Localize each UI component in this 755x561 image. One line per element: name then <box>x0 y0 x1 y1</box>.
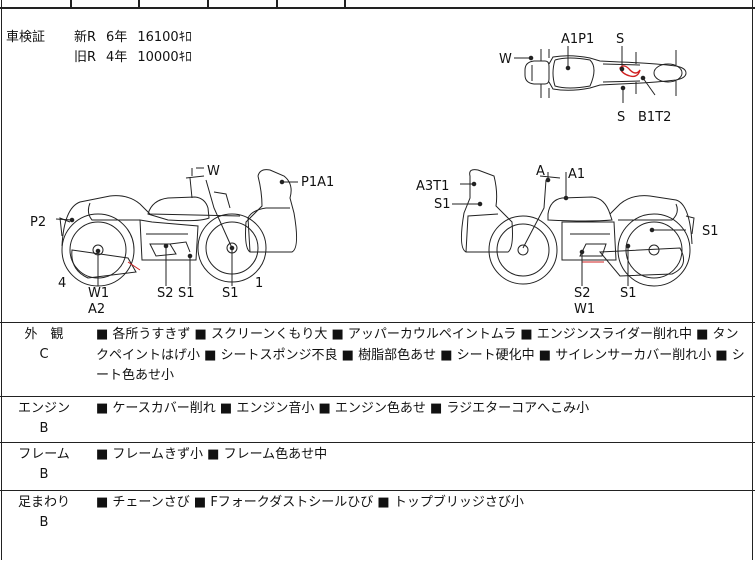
condition-label: 足まわり B <box>0 493 88 533</box>
condition-grade: B <box>39 467 49 482</box>
label-left-1: 1 <box>255 276 263 291</box>
label-top-a1p1: A1P1 <box>561 32 594 47</box>
damage-diagram: W A1P1 S S B1T2 W P1A1 P2 4 W1 A2 S2 S1 … <box>0 8 755 322</box>
inspection-unit: ｷﾛ <box>178 50 192 65</box>
condition-notes: ■ 各所うすきず ■ スクリーンくもり大 ■ アッパーカウルペイントムラ ■ エ… <box>96 327 745 383</box>
label-left-w: W <box>207 164 220 179</box>
inspection-label: 車検証 <box>6 30 46 45</box>
label-right-s1c: S1 <box>702 224 719 239</box>
condition-row-frame: フレーム B ■ フレームきず小 ■ フレーム色あせ中 <box>0 442 755 490</box>
condition-name: フレーム <box>18 447 70 462</box>
condition-label: 外 観 C <box>0 325 88 365</box>
condition-row-exterior: 外 観 C ■ 各所うすきず ■ スクリーンくもり大 ■ アッパーカウルペイント… <box>0 322 755 396</box>
condition-row-suspension: 足まわり B ■ チェーンさび ■ Fフォークダストシールひび ■ トップブリッ… <box>0 490 755 561</box>
condition-grade: C <box>39 347 49 362</box>
condition-name: エンジン <box>17 401 70 416</box>
label-left-a2: A2 <box>88 302 105 317</box>
left-view-motorcycle <box>55 167 298 287</box>
header-cell-divider <box>276 0 278 8</box>
condition-row-engine: エンジン B ■ ケースカバー削れ ■ エンジン音小 ■ エンジン色あせ ■ ラ… <box>0 396 755 442</box>
label-left-s1a: S1 <box>178 286 195 301</box>
top-view-motorcycle <box>514 46 687 103</box>
condition-name: 足まわり <box>17 495 70 510</box>
header-strip <box>0 0 755 9</box>
label-top-s-lower: S <box>617 110 625 125</box>
inspection-type: 旧R <box>74 50 97 65</box>
label-left-s2: S2 <box>157 286 174 301</box>
condition-label: エンジン B <box>0 399 88 439</box>
motorcycle-diagrams: W A1P1 S S B1T2 W P1A1 P2 4 W1 A2 S2 S1 … <box>30 32 719 317</box>
inspection-distance: 16100 <box>137 30 179 45</box>
label-top-w: W <box>499 52 512 67</box>
label-right-a3t1: A3T1 <box>416 179 449 194</box>
label-right-a1: A1 <box>568 167 585 182</box>
header-cell-divider <box>70 0 72 8</box>
header-cell-divider <box>207 0 209 8</box>
damage-mark <box>619 65 641 78</box>
inspection-type: 新R <box>74 30 97 45</box>
label-right-w1: W1 <box>574 302 595 317</box>
label-left-p2: P2 <box>30 215 46 230</box>
condition-grade: B <box>39 421 49 436</box>
right-view-motorcycle <box>452 169 695 287</box>
inspection-unit: ｷﾛ <box>178 30 192 45</box>
header-cell-divider <box>344 0 346 8</box>
inspection-row-old: 旧R 4年 10000ｷﾛ <box>74 48 202 68</box>
label-right-a: A <box>536 164 545 179</box>
label-left-4: 4 <box>58 276 66 291</box>
inspection-row-new: 新R 6年 16100ｷﾛ <box>74 28 202 48</box>
inspection-distance: 10000 <box>137 50 179 65</box>
label-left-w1: W1 <box>88 286 109 301</box>
inspection-year: 6年 <box>106 30 128 45</box>
condition-name: 外 観 <box>24 327 64 342</box>
condition-notes: ■ ケースカバー削れ ■ エンジン音小 ■ エンジン色あせ ■ ラジエターコアへ… <box>96 401 590 416</box>
header-divider <box>0 7 755 9</box>
label-right-s1b: S1 <box>620 286 637 301</box>
label-right-s2: S2 <box>574 286 591 301</box>
label-left-s1b: S1 <box>222 286 239 301</box>
label-left-p1a1: P1A1 <box>301 175 334 190</box>
label-right-s1a: S1 <box>434 197 451 212</box>
inspection-year: 4年 <box>106 50 128 65</box>
header-cell-divider <box>138 0 140 8</box>
condition-notes: ■ フレームきず小 ■ フレーム色あせ中 <box>96 447 328 462</box>
label-top-s-upper: S <box>616 32 624 47</box>
label-top-b1t2: B1T2 <box>638 110 671 125</box>
condition-grade: B <box>39 515 49 530</box>
condition-notes: ■ チェーンさび ■ Fフォークダストシールひび ■ トップブリッジさび小 <box>96 495 524 510</box>
condition-label: フレーム B <box>0 445 88 485</box>
